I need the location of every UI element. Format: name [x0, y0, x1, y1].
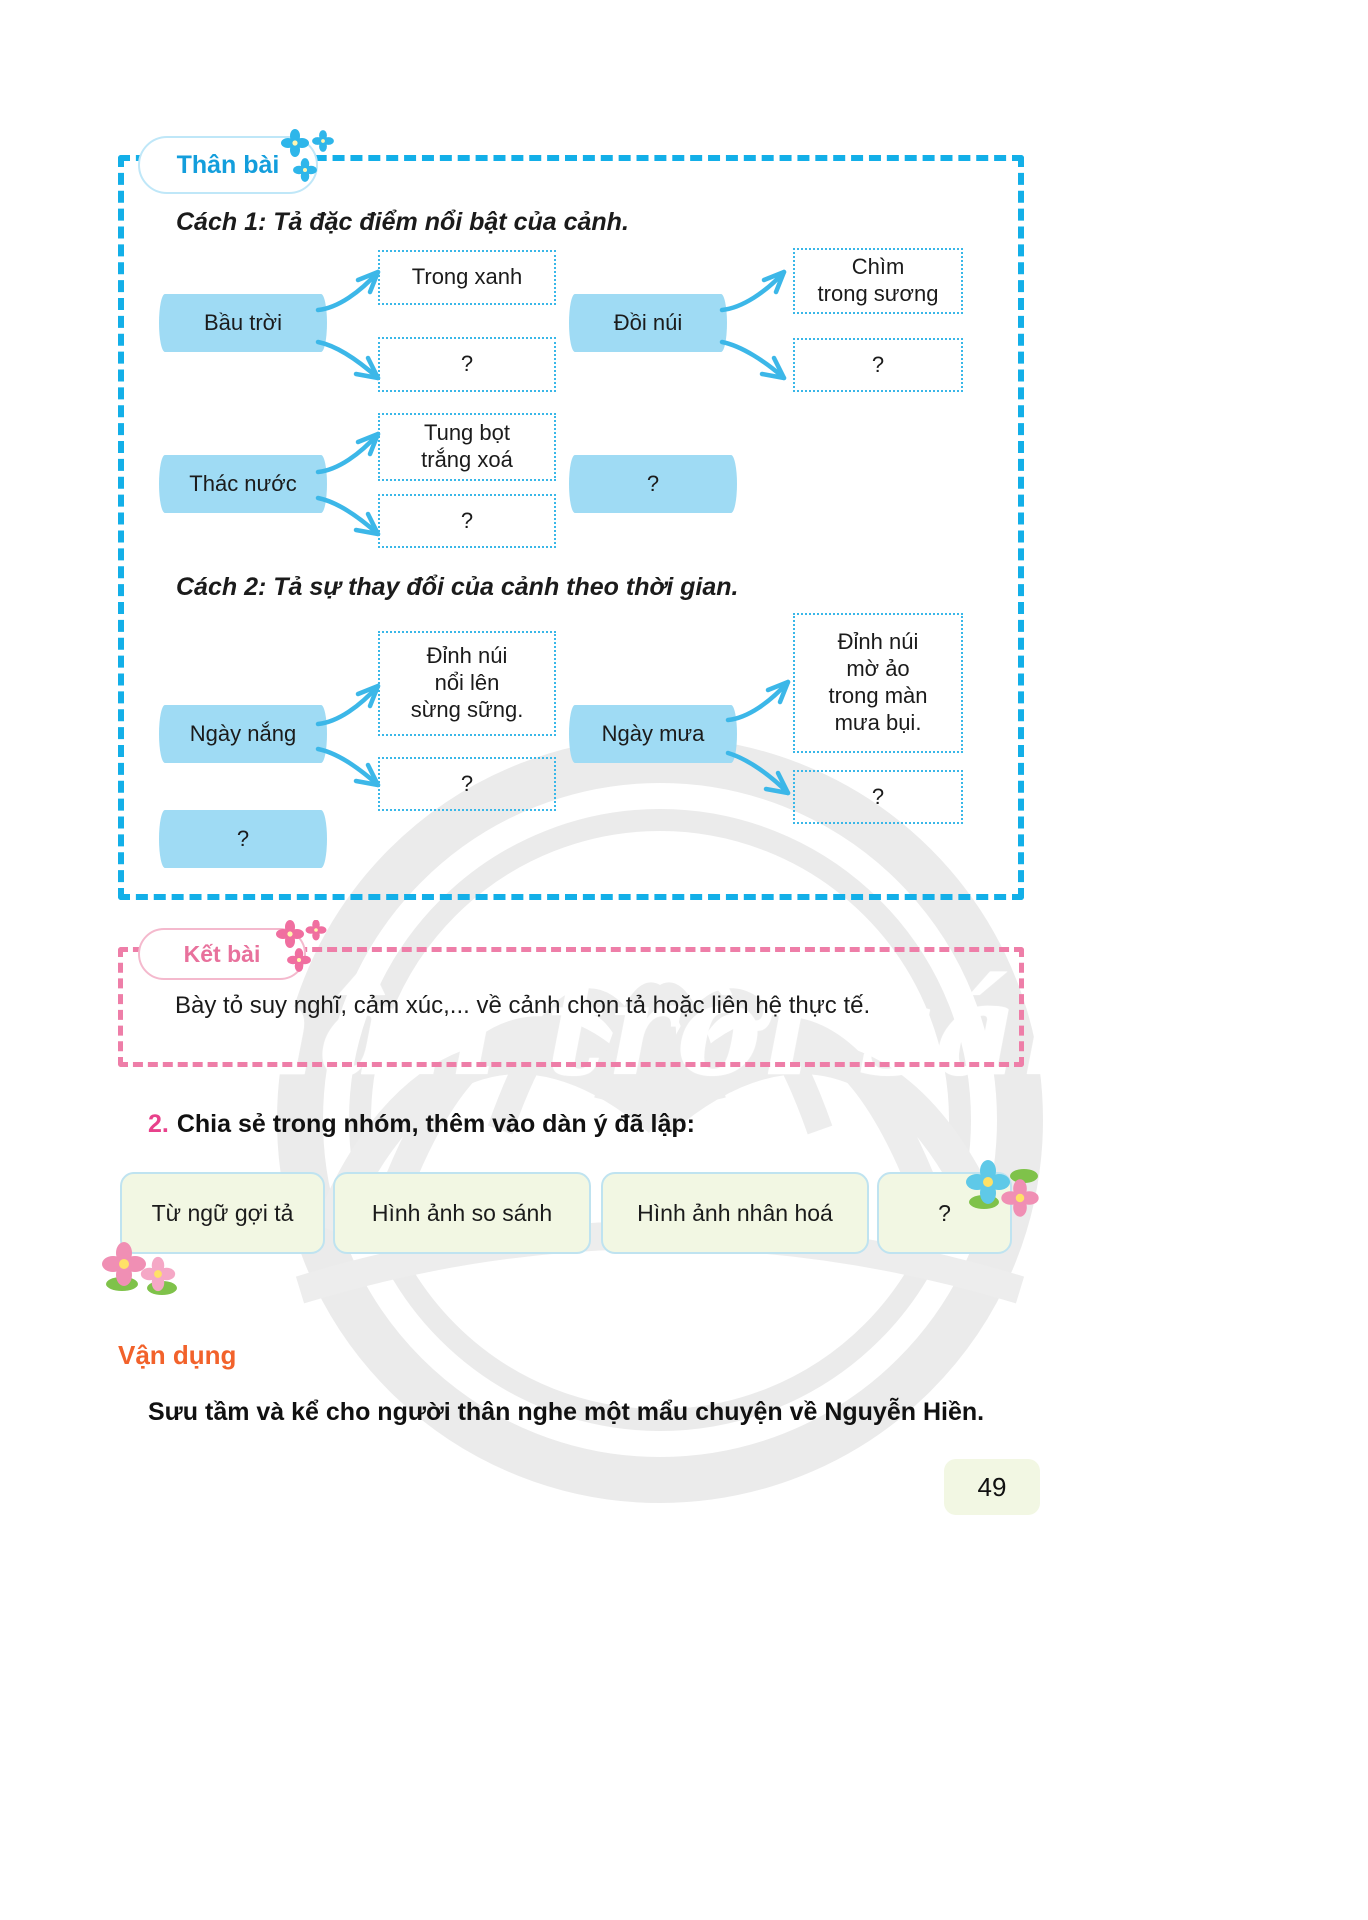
concept-box-label: Ngày nắng — [189, 721, 297, 746]
answer-box-thac-nuoc-blank[interactable]: ? — [378, 494, 556, 548]
answer-box-label: ? — [460, 507, 474, 533]
concept-box-ngay-nang: Ngày nắng — [159, 705, 327, 763]
exercise-2-prompt-row: 2. Chia sẻ trong nhóm, thêm vào dàn ý đã… — [148, 1110, 695, 1139]
van-dung-body-text: Sưu tầm và kể cho người thân nghe một mẩ… — [148, 1398, 985, 1426]
concept-box-label: Thác nước — [189, 471, 297, 496]
tag-box-hinh-anh-so-sanh[interactable]: Hình ảnh so sánh — [333, 1172, 591, 1254]
answer-box-label: Trong xanh — [411, 264, 523, 290]
flower-decoration-icon — [276, 920, 327, 972]
concept-box-label: Đồi núi — [613, 310, 683, 335]
concept-box-label: Bầu trời — [203, 310, 282, 335]
concept-box-thac-nuoc: Thác nước — [159, 455, 327, 513]
answer-box-dinh-nui-mo-ao[interactable]: Đỉnh núi mờ ảo trong màn mưa bụi. — [793, 613, 963, 753]
concept-box-bau-troi: Bầu trời — [159, 294, 327, 352]
exercise-2-number: 2. — [148, 1110, 169, 1138]
answer-box-label: Tung bọt trắng xoá — [421, 420, 513, 472]
cach-1-heading: Cách 1: Tả đặc điểm nổi bật của cảnh. — [176, 208, 629, 236]
answer-box-tung-bot-trang-xoa[interactable]: Tung bọt trắng xoá — [378, 413, 556, 481]
concept-box-doi-nui: Đồi núi — [569, 294, 727, 352]
ket-bai-label-text: Kết bài — [183, 940, 261, 967]
tag-box-label: Hình ảnh nhân hoá — [637, 1199, 833, 1226]
answer-box-bau-troi-blank[interactable]: ? — [378, 337, 556, 392]
tag-box-label: Từ ngữ gợi tả — [151, 1199, 294, 1226]
answer-box-label: ? — [871, 783, 885, 809]
answer-box-label: ? — [460, 351, 474, 377]
concept-box-cach2-blank[interactable]: ? — [159, 810, 327, 868]
answer-box-label: ? — [460, 770, 474, 796]
answer-box-label: ? — [871, 351, 885, 377]
answer-box-ngay-mua-blank[interactable]: ? — [793, 770, 963, 824]
answer-box-trong-xanh[interactable]: Trong xanh — [378, 250, 556, 305]
concept-box-cach1-blank[interactable]: ? — [569, 455, 737, 513]
answer-box-label: Chìm trong sương — [817, 254, 939, 306]
answer-box-ngay-nang-blank[interactable]: ? — [378, 757, 556, 811]
flower-decoration-icon — [102, 1242, 177, 1295]
tag-box-label: Hình ảnh so sánh — [371, 1199, 553, 1226]
than-bai-label-text: Thân bài — [176, 150, 280, 179]
exercise-2-prompt: Chia sẻ trong nhóm, thêm vào dàn ý đã lậ… — [176, 1110, 695, 1138]
concept-box-label: Ngày mưa — [601, 721, 705, 746]
flower-decoration-icon — [281, 129, 334, 182]
ket-bai-body-text: Bày tỏ suy nghĩ, cảm xúc,... về cảnh chọ… — [175, 992, 871, 1019]
answer-box-doi-nui-blank[interactable]: ? — [793, 338, 963, 392]
van-dung-heading: Vận dụng — [118, 1340, 237, 1370]
page-number: 49 — [944, 1459, 1040, 1515]
answer-box-label: Đỉnh núi mờ ảo trong màn mưa bụi. — [828, 629, 928, 735]
flower-decoration-icon — [966, 1160, 1039, 1217]
tag-box-label: ? — [938, 1199, 951, 1226]
tag-box-hinh-anh-nhan-hoa[interactable]: Hình ảnh nhân hoá — [601, 1172, 869, 1254]
answer-box-label: Đỉnh núi nổi lên sừng sững. — [410, 643, 524, 722]
concept-box-label: ? — [646, 471, 660, 496]
cach-2-heading: Cách 2: Tả sự thay đổi của cảnh theo thờ… — [176, 573, 739, 601]
answer-box-dinh-nui-noi-len[interactable]: Đỉnh núi nổi lên sừng sững. — [378, 631, 556, 736]
concept-box-ngay-mua: Ngày mưa — [569, 705, 737, 763]
concept-box-label: ? — [236, 826, 250, 851]
answer-box-chim-trong-suong[interactable]: Chìm trong sương — [793, 248, 963, 314]
